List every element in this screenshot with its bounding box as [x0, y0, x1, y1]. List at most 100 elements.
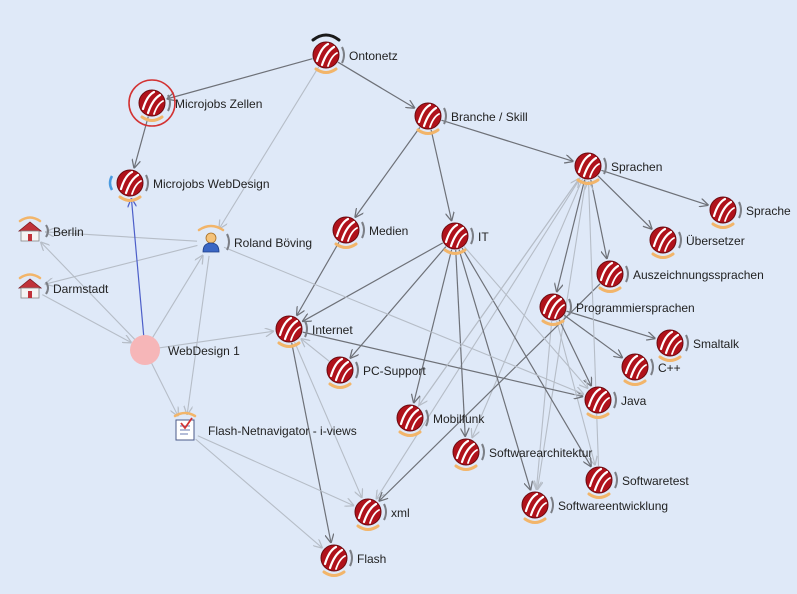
edge-medien-to-internet [297, 241, 340, 315]
edge-it-to-softwaretest [461, 247, 591, 466]
node-branche-skill[interactable]: Branche / Skill [414, 102, 528, 135]
node-label: Microjobs WebDesign [153, 177, 270, 191]
edge-sprachen-to-sprache [601, 169, 707, 205]
node-label: Sprache [746, 204, 791, 218]
edge-sprachen-to-xml [377, 177, 581, 499]
edge-sprachen-to-softwareentwicklung [537, 179, 587, 489]
edge-webdesign1-to-roland [151, 256, 202, 339]
ontology-node-icon [116, 169, 149, 202]
node-it[interactable]: IT [441, 222, 489, 255]
edge-roland-to-flash_netnavigator [187, 255, 210, 414]
edge-darmstadt-to-webdesign1 [42, 294, 131, 343]
ontology-node-icon [354, 498, 387, 531]
edge-roland-to-java [223, 246, 583, 394]
edge-internet-to-flash [291, 342, 331, 543]
selection-arc-icon [311, 33, 341, 42]
node-auszeichnungssprachen[interactable]: Auszeichnungssprachen [596, 260, 764, 293]
node-sprache[interactable]: Sprache [709, 196, 791, 229]
node-darmstadt[interactable]: Darmstadt [17, 273, 109, 299]
edge-programmiersprachen-to-cpp [563, 314, 622, 357]
edge-branche_skill-to-it [430, 129, 451, 221]
node-softwarearchitektur[interactable]: Softwarearchitektur [452, 438, 592, 471]
node-microjobs-webdesign[interactable]: Microjobs WebDesign [108, 169, 270, 202]
node-pc-support[interactable]: PC-Support [326, 356, 426, 389]
node-label: Smaltalk [693, 337, 740, 351]
ontology-node-icon [596, 260, 629, 293]
edge-ontonetz-to-microjobs_zellen [167, 58, 313, 99]
edge-flash_netnavigator-to-flash [195, 438, 322, 547]
node-label: Auszeichnungssprachen [633, 268, 764, 282]
edge-roland-to-berlin [46, 232, 198, 242]
node-label: Branche / Skill [451, 110, 528, 124]
node-webdesign1[interactable]: WebDesign 1 [130, 335, 240, 365]
edge-webdesign1-to-berlin [41, 243, 136, 341]
ontology-node-icon [539, 293, 572, 326]
node-label: Flash-Netnavigator - i-views [208, 424, 357, 438]
ontology-node-icon [621, 353, 654, 386]
node-label: Internet [312, 323, 353, 337]
node-label: Softwaretest [622, 474, 689, 488]
node-flash[interactable]: Flash [320, 544, 386, 577]
edge-it-to-softwarearchitektur [455, 249, 465, 436]
node-softwaretest[interactable]: Softwaretest [585, 466, 689, 499]
edge-mobilfunk-to-sprachen [417, 179, 579, 407]
edge-webdesign1-to-internet [158, 331, 273, 349]
node-label: Sprachen [611, 160, 662, 174]
node-smalltalk[interactable]: Smaltalk [656, 329, 740, 362]
node-uebersetzer[interactable]: Übersetzer [649, 226, 745, 259]
node-java[interactable]: Java [584, 386, 647, 419]
blue-bracket-icon [108, 175, 114, 191]
node-microjobs-zellen[interactable]: Microjobs Zellen [128, 79, 262, 127]
node-flash-netnavigator[interactable]: Flash-Netnavigator - i-views [173, 411, 357, 441]
edge-internet-to-java [302, 331, 583, 396]
ontology-node-icon [312, 41, 345, 74]
ontology-node-icon [656, 329, 689, 362]
ontology-node-icon [521, 491, 554, 524]
node-berlin[interactable]: Berlin [17, 216, 84, 242]
person-icon [197, 224, 230, 253]
node-internet[interactable]: Internet [275, 315, 353, 348]
ontology-node-icon [414, 102, 447, 135]
edge-programmiersprachen-to-smalltalk [566, 310, 654, 338]
node-mobilfunk[interactable]: Mobilfunk [396, 404, 485, 437]
ontology-node-icon [574, 152, 607, 185]
node-ontonetz[interactable]: Ontonetz [311, 33, 398, 74]
node-label: Darmstadt [53, 282, 109, 296]
edge-branche_skill-to-sprachen [441, 119, 572, 161]
node-label: Übersetzer [686, 234, 745, 248]
ontology-node-icon [649, 226, 682, 259]
node-label: xml [391, 506, 410, 520]
edge-sprachen-to-softwarearchitektur [472, 178, 584, 437]
node-xml[interactable]: xml [354, 498, 410, 531]
node-sprachen[interactable]: Sprachen [574, 152, 662, 185]
node-medien[interactable]: Medien [332, 216, 408, 249]
node-label: Programmiersprachen [576, 301, 695, 315]
edge-internet-to-xml [294, 341, 362, 497]
edge-roland-to-darmstadt [46, 244, 198, 284]
ontology-node-icon [326, 356, 359, 389]
edge-sprachen-to-uebersetzer [597, 175, 652, 229]
node-softwareentwicklung[interactable]: Softwareentwicklung [521, 491, 668, 524]
node-label: IT [478, 230, 489, 244]
node-label: PC-Support [363, 364, 426, 378]
edge-ontonetz-to-roland [219, 66, 320, 228]
ontology-node-icon [332, 216, 365, 249]
edge-pc_support-to-internet [301, 339, 330, 362]
edge-webdesign1-to-flash_netnavigator [150, 362, 178, 416]
node-label: WebDesign 1 [168, 344, 240, 358]
ontology-node-icon [452, 438, 485, 471]
node-label: Java [621, 394, 647, 408]
node-roland[interactable]: Roland Böving [197, 224, 312, 253]
node-programmiersprachen[interactable]: Programmiersprachen [539, 293, 695, 326]
city-house-icon [17, 216, 49, 242]
node-cpp[interactable]: C++ [621, 353, 681, 386]
graph-edges [41, 58, 708, 548]
edge-programmiersprachen-to-softwareentwicklung [536, 320, 553, 489]
pink-circle-icon [130, 335, 160, 365]
node-label: Microjobs Zellen [175, 97, 262, 111]
edge-sprachen-to-programmiersprachen [557, 179, 586, 292]
edge-sprachen-to-auszeichnungssprachen [590, 179, 607, 259]
edge-ontonetz-to-branche_skill [337, 61, 414, 108]
